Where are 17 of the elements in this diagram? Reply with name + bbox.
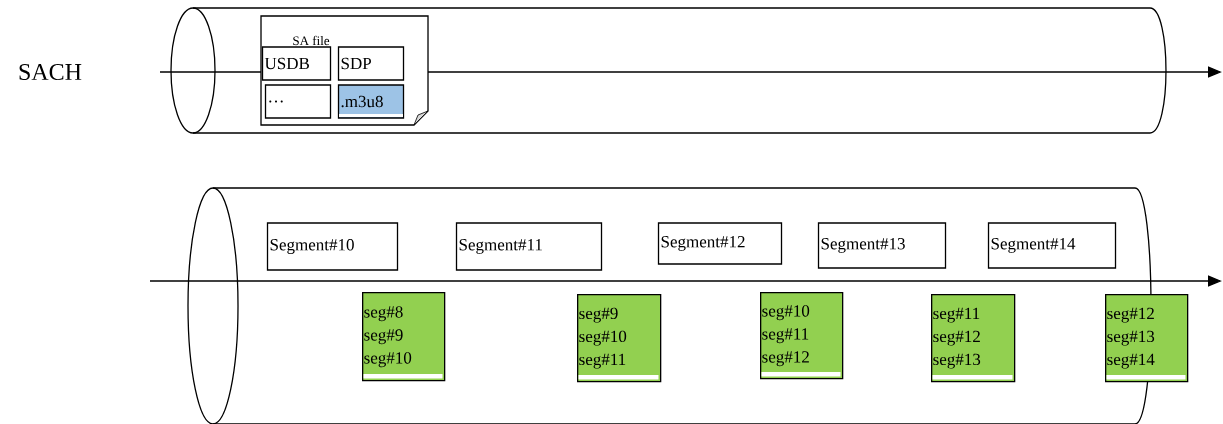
pipe-drawing: [170, 7, 1167, 134]
text-box: Segment#13: [817, 222, 947, 269]
segment-list-box: seg#10 seg#11 seg#12: [760, 292, 844, 380]
text-box: Segment#11: [455, 222, 603, 271]
text-box: Segment#14: [987, 222, 1117, 269]
text-box: .m3u8: [337, 84, 405, 119]
segment-list-box: seg#8 seg#9 seg#10: [362, 292, 446, 382]
channel-label: SACH: [19, 63, 82, 81]
document-title: SA file: [293, 35, 330, 46]
segment-list-box: seg#11 seg#12 seg#13: [931, 294, 1016, 383]
text-box: SDP: [337, 46, 405, 81]
text-box: Segment#12: [657, 222, 783, 265]
text-box: …: [264, 84, 332, 119]
segment-list-box: seg#12 seg#13 seg#14: [1105, 294, 1189, 383]
text-box: USDB: [261, 46, 332, 81]
text-box: Segment#10: [266, 222, 399, 271]
segment-list-box: seg#9 seg#10 seg#11: [577, 294, 662, 383]
